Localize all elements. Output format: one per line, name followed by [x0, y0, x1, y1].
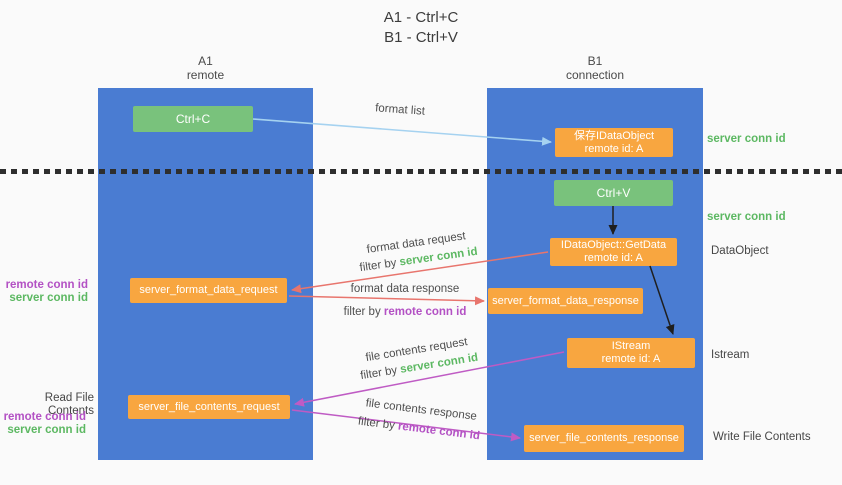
getdata-line1: IDataObject::GetData: [560, 239, 667, 251]
server-format-data-response-label: server_format_data_response: [492, 294, 639, 307]
istream-line1: IStream: [611, 340, 651, 352]
file-contents-request-label: file contents request filter by server c…: [346, 331, 490, 386]
format-list-label: format list: [374, 102, 426, 118]
server-file-contents-response-box: server_file_contents_response: [524, 425, 684, 452]
server-format-data-request-box: server_format_data_request: [130, 278, 287, 303]
format-data-response-label: format data response filter by remote co…: [340, 281, 470, 321]
dataobject-label: DataObject: [711, 245, 769, 257]
column-a1-name: A1: [198, 54, 213, 68]
getdata-line2: remote id: A: [584, 252, 643, 264]
column-a1-role: remote: [186, 68, 225, 82]
file-contents-response-label: file contents response filter by remote …: [348, 394, 491, 447]
server-conn-id-label-top: server conn id: [707, 133, 786, 145]
istream-side-label: Istream: [711, 349, 750, 361]
save-idataobject-line1: 保存IDataObject: [573, 129, 655, 142]
diagram-title: A1 - Ctrl+C B1 - Ctrl+V: [0, 8, 842, 48]
ctrl-c-box: Ctrl+C: [133, 106, 253, 132]
title-line-2: B1 - Ctrl+V: [384, 29, 458, 46]
write-file-contents-label: Write File Contents: [713, 431, 811, 443]
format-data-response-text: format data response: [350, 283, 460, 295]
save-idataobject-line2: remote id: A: [584, 142, 644, 155]
format-data-request-label: format data request filter by server con…: [343, 225, 491, 279]
server-file-contents-request-label: server_file_contents_request: [138, 400, 280, 413]
idataobject-getdata-box: IDataObject::GetData remote id: A: [550, 238, 677, 266]
server-conn-id-format-label: server conn id: [9, 292, 88, 304]
istream-line2: remote id: A: [601, 353, 661, 365]
session-divider-dotted-line: [0, 169, 842, 174]
format-data-response-filter: filter by remote conn id: [343, 306, 467, 318]
column-header-a1: A1 remote: [98, 54, 313, 82]
ctrl-v-box: Ctrl+V: [554, 180, 673, 206]
column-header-b1: B1 connection: [487, 54, 703, 82]
ctrl-c-label: Ctrl+C: [175, 111, 211, 126]
server-conn-id-file-label: server conn id: [7, 424, 86, 436]
file-conn-id-stack: remote conn id server conn id: [0, 411, 86, 437]
remote-conn-id-file-label: remote conn id: [3, 411, 86, 423]
server-file-contents-response-label: server_file_contents_response: [529, 432, 679, 444]
column-b1-name: B1: [587, 54, 603, 68]
server-file-contents-request-box: server_file_contents_request: [128, 395, 290, 419]
read-file-contents-label: Read File Contents: [44, 392, 94, 417]
istream-box: IStream remote id: A: [567, 338, 695, 368]
server-conn-id-label-mid: server conn id: [707, 211, 786, 223]
save-idataobject-box: 保存IDataObject remote id: A: [555, 128, 673, 157]
remote-conn-id-format-label: remote conn id: [5, 279, 88, 291]
column-b1-role: connection: [565, 68, 625, 82]
ctrl-v-label: Ctrl+V: [596, 185, 631, 200]
server-format-data-response-box: server_format_data_response: [488, 288, 643, 314]
title-line-1: A1 - Ctrl+C: [383, 9, 459, 26]
format-conn-id-stack: remote conn id server conn id: [0, 279, 88, 305]
server-format-data-request-label: server_format_data_request: [139, 284, 278, 296]
